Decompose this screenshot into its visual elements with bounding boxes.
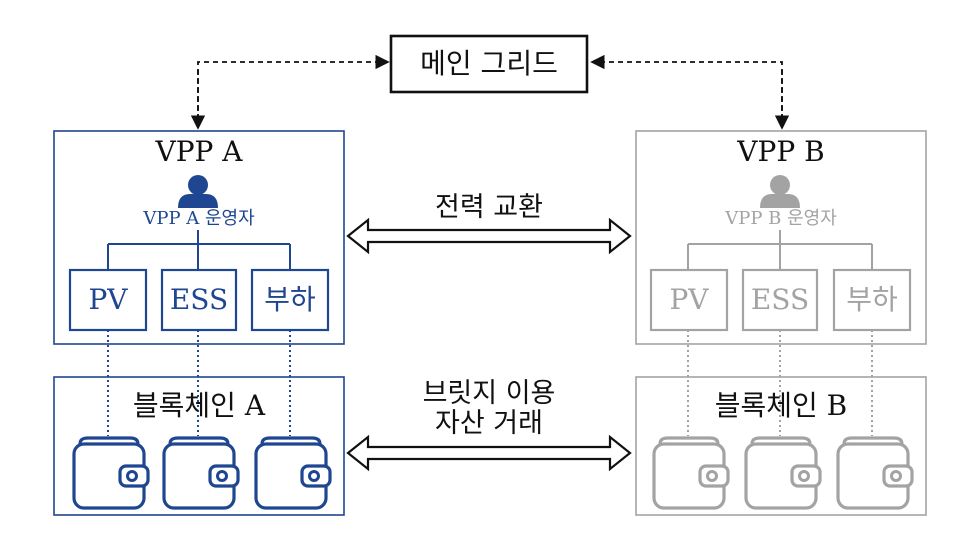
blockchain-a-label: 블록체인 A: [132, 389, 266, 422]
main-grid-box: [389, 34, 589, 94]
vpp-b-tree: [687, 230, 873, 270]
vpp-b-resource-pv: PV: [669, 283, 709, 316]
power-exchange-label: 전력 교환: [435, 192, 543, 223]
wallet-icon: [254, 436, 332, 510]
wallet-icon: [836, 436, 914, 510]
vpp-a-resource-load: 부하: [264, 283, 316, 316]
wallet-icon: [744, 436, 822, 510]
resource-box-b-pv: [649, 268, 729, 332]
grid-link-a: [190, 54, 390, 130]
resource-box-b-ess: [741, 268, 819, 332]
wallet-icon: [162, 436, 240, 510]
asset-trade-label-line1: 브릿지 이용: [422, 378, 556, 409]
double-arrow-icon: [346, 434, 632, 472]
vpp-a-resource-ess: ESS: [169, 283, 229, 316]
double-arrow-icon: [346, 217, 632, 255]
vpp-b-operator-label: VPP B 운영자: [725, 208, 837, 229]
main-grid-label: 메인 그리드: [420, 47, 558, 80]
vpp-b-resource-ess: ESS: [750, 283, 810, 316]
blockchain-b-label: 블록체인 B: [714, 389, 848, 422]
resource-box-a-pv: [68, 268, 148, 332]
vpp-b-title: VPP B: [737, 135, 825, 168]
vpp-a-operator-label: VPP A 운영자: [143, 208, 255, 229]
wallet-icon: [72, 436, 150, 510]
vpp-a-resource-pv: PV: [88, 283, 128, 316]
asset-trade-label-line2: 자산 거래: [435, 408, 543, 439]
grid-link-b: [590, 54, 790, 130]
vpp-b-resource-load: 부하: [846, 283, 898, 316]
vpp-a-title: VPP A: [155, 135, 243, 168]
resource-box-a-ess: [160, 268, 238, 332]
wallet-icon: [652, 436, 730, 510]
vpp-a-tree: [107, 230, 291, 270]
